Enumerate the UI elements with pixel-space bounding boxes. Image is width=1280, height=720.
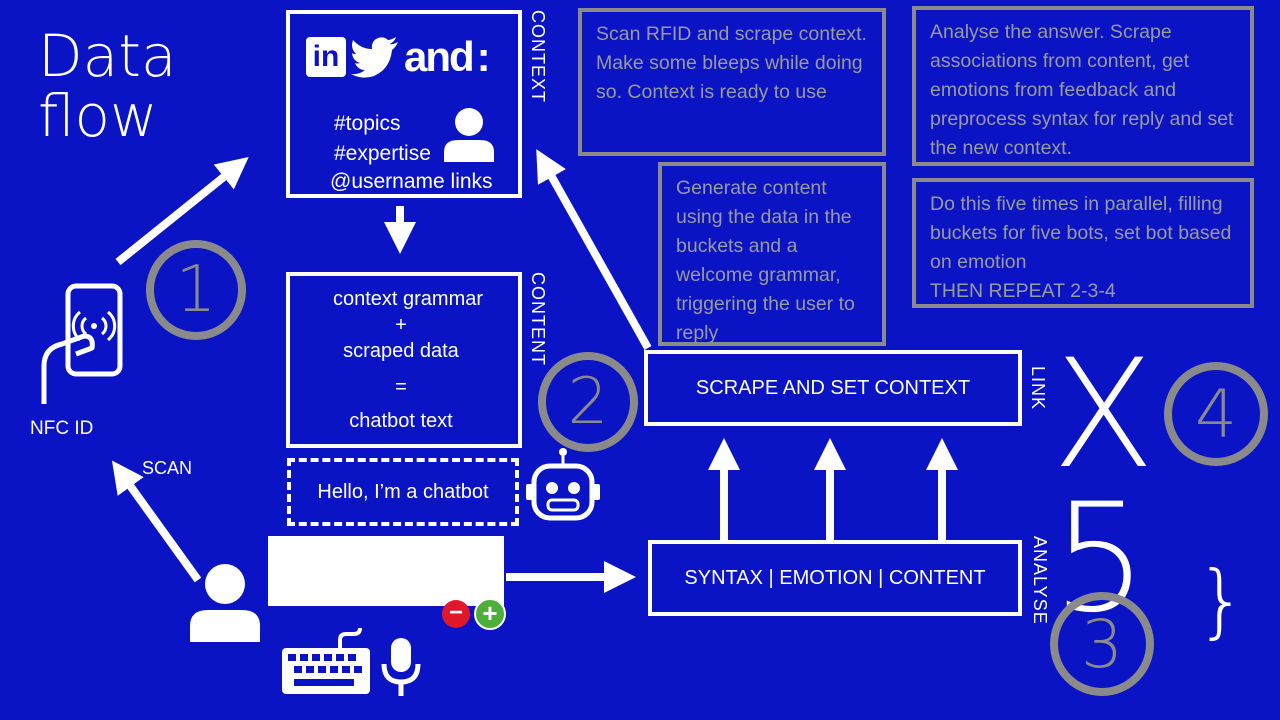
page-title: Data flow <box>38 26 177 146</box>
plus-icon: + <box>482 598 498 628</box>
nfc-phone-icon <box>41 283 123 404</box>
step-1-circle: 1 <box>146 240 246 340</box>
minus-icon: − <box>448 599 463 626</box>
note-scan: Scan RFID and scrape context. Make some … <box>578 8 886 156</box>
content-side-label: CONTENT <box>528 272 548 366</box>
content-equals: = <box>395 376 407 398</box>
link-box: SCRAPE AND SET CONTEXT <box>644 350 1022 426</box>
link-side-label: LINK <box>1028 366 1048 411</box>
context-username: @username links <box>330 170 493 193</box>
analyse-box: SYNTAX | EMOTION | CONTENT <box>648 540 1022 616</box>
multiplier-x: X <box>1052 328 1155 502</box>
content-line-1: context grammar <box>332 288 484 310</box>
step-4-number: 4 <box>1195 375 1237 453</box>
user-icon <box>444 108 494 162</box>
minus-button[interactable]: − <box>442 600 470 628</box>
arrow-user-to-nfc <box>111 460 202 583</box>
keyboard-icon[interactable] <box>280 626 372 696</box>
microphone-icon[interactable] <box>380 636 422 698</box>
context-topics: #topics <box>334 112 401 135</box>
context-side-label: CONTEXT <box>528 10 548 104</box>
nfc-label: NFC ID <box>30 418 94 439</box>
twitter-icon <box>351 37 398 78</box>
multiplier-brace: } <box>1196 554 1247 647</box>
and-logo: and <box>404 33 475 80</box>
link-box-label: SCRAPE AND SET CONTEXT <box>695 376 971 399</box>
content-line-3: chatbot text <box>349 410 453 432</box>
title-line-1: Data <box>38 22 177 90</box>
context-expertise: #expertise <box>334 142 431 165</box>
chat-input[interactable] <box>268 536 504 606</box>
scan-label: SCAN <box>142 458 193 478</box>
plus-button[interactable]: + <box>474 598 506 630</box>
arrow-nfc-to-context <box>115 156 249 266</box>
note-parallel: Do this five times in parallel, filling … <box>912 178 1254 308</box>
analyse-side-label: ANALYSE <box>1030 536 1050 625</box>
note-repeat-text: THEN REPEAT 2-3-4 <box>930 280 1116 302</box>
chatbot-message-text: Hello, I’m a chatbot <box>317 480 489 503</box>
step-1-number: 1 <box>175 253 217 327</box>
context-box: in and : #topics #expertise @username li… <box>286 10 522 198</box>
content-line-2: scraped data <box>343 340 459 362</box>
note-parallel-text: Do this five times in parallel, filling … <box>930 193 1232 273</box>
user-avatar-icon <box>190 564 260 642</box>
linkedin-icon: in <box>306 37 346 77</box>
step-2-circle: 2 <box>538 352 638 452</box>
analyse-box-label: SYNTAX | EMOTION | CONTENT <box>684 566 986 589</box>
note-analyse: Analyse the answer. Scrape associations … <box>912 6 1254 166</box>
arrow-link-to-context <box>536 149 652 350</box>
step-3-circle: 3 <box>1050 592 1154 696</box>
content-box: context grammar + scraped data = chatbot… <box>286 272 522 448</box>
robot-icon <box>526 448 600 521</box>
step-2-number: 2 <box>567 365 609 439</box>
title-line-2: flow <box>38 82 158 150</box>
colon-logo: : <box>476 33 491 80</box>
content-plus: + <box>395 314 407 336</box>
chatbot-message: Hello, I’m a chatbot <box>287 458 519 526</box>
step-4-circle: 4 <box>1164 362 1268 466</box>
social-logos: in and : <box>306 36 491 78</box>
step-3-number: 3 <box>1081 605 1123 683</box>
note-generate: Generate content using the data in the b… <box>658 162 886 346</box>
